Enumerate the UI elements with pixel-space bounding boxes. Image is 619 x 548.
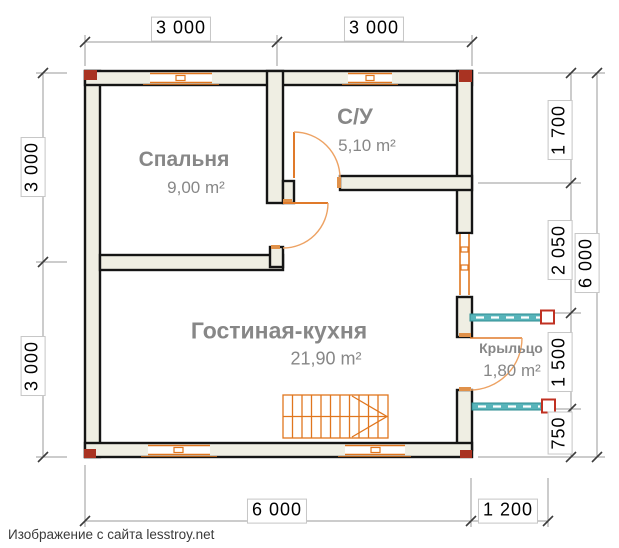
dim-left-lower: 3 000 <box>20 335 46 397</box>
dim-left-upper: 3 000 <box>20 136 46 198</box>
room-area-living-kitchen: 21,90 m² <box>290 348 362 369</box>
dim-top-left: 3 000 <box>150 16 212 42</box>
corner-marker-top-right <box>459 70 472 82</box>
window-right-wall <box>458 234 471 295</box>
wall-right-upper <box>455 69 474 235</box>
corner-marker-bottom-right <box>460 450 472 458</box>
door-bedroom <box>282 202 329 249</box>
dim-right-2050: 2 050 <box>547 219 573 281</box>
doors <box>271 131 523 391</box>
door-bathroom <box>293 131 341 179</box>
railing-lower <box>471 398 556 414</box>
window-top-bathroom <box>342 72 398 85</box>
room-name-porch: Крыльцо <box>479 340 543 356</box>
room-area-porch: 1,80 m² <box>483 361 541 380</box>
room-area-bathroom: 5,10 m² <box>338 136 396 155</box>
window-bottom-left <box>141 444 217 457</box>
dim-top-right: 3 000 <box>343 16 405 42</box>
room-name-living-kitchen: Гостиная-кухня <box>190 317 368 344</box>
porch-railings <box>469 309 556 414</box>
wall-right-pier-lower <box>455 388 474 452</box>
corner-marker-top-left <box>84 70 97 80</box>
dim-bottom-total: 6 000 <box>246 498 308 524</box>
wall-bathroom-bottom <box>338 174 474 192</box>
dim-right-1700: 1 700 <box>547 99 573 161</box>
walls <box>83 69 474 459</box>
window-bottom-right <box>338 444 411 457</box>
room-area-bedroom: 9,00 m² <box>167 178 225 197</box>
dim-right-750: 750 <box>547 411 573 455</box>
corner-marker-bottom-left <box>84 449 96 458</box>
watermark-text: Изображение с сайта lesstroy.net <box>8 527 215 542</box>
room-name-bedroom: Спальня <box>138 148 230 171</box>
dim-right-total: 6 000 <box>574 232 600 294</box>
door-jamb-marks <box>271 177 471 391</box>
wall-left <box>83 69 102 459</box>
window-top-bedroom <box>143 72 219 85</box>
room-name-bathroom: С/У <box>337 104 373 129</box>
dim-bottom-porch: 1 200 <box>477 498 539 524</box>
staircase <box>282 394 389 439</box>
wall-interior-vertical <box>265 69 285 205</box>
windows <box>141 72 471 457</box>
door-entrance <box>469 337 523 391</box>
railing-upper <box>469 309 555 325</box>
dim-right-1500: 1 500 <box>547 331 573 393</box>
dimension-ticks <box>37 36 603 527</box>
wall-bottom <box>83 441 474 459</box>
wall-bedroom-stub <box>268 245 285 269</box>
corner-markers <box>84 70 472 458</box>
wall-bedroom-bottom <box>98 253 285 272</box>
